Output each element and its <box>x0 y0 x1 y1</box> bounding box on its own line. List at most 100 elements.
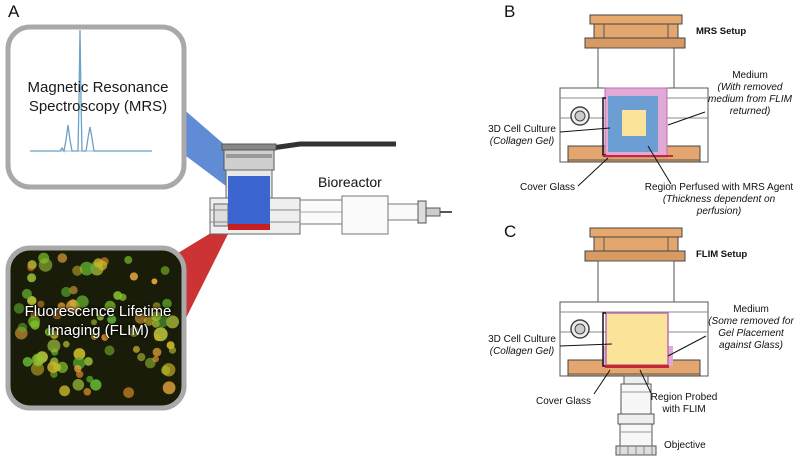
cell-mark <box>96 313 104 321</box>
mrs-inset <box>5 24 187 190</box>
cell-mark <box>38 252 50 264</box>
cell-mark <box>145 357 156 369</box>
cell-mark <box>134 312 147 324</box>
mrs-inset-label: Magnetic Resonance Spectroscopy (MRS) <box>18 78 178 116</box>
cell-mark <box>162 298 172 309</box>
cell-mark <box>27 296 37 306</box>
cell-mark <box>97 260 108 271</box>
cell-mark <box>79 261 94 276</box>
mrs-spectrum <box>30 29 152 153</box>
cell-mark <box>13 303 25 314</box>
flim-region-line1: Region Probed <box>650 392 718 403</box>
cell-mark <box>47 361 59 374</box>
cell-mark <box>73 348 86 360</box>
cell-mark <box>104 300 116 312</box>
bioreactor-label: Bioreactor <box>318 174 382 190</box>
cell-mark <box>72 379 85 391</box>
cell-mark <box>137 353 146 362</box>
mrs-setup-title: MRS Setup <box>696 26 747 37</box>
cell-mark <box>128 326 139 337</box>
mrs-region-title: Region Perfused with MRS Agent <box>644 182 794 193</box>
mrs-region-highlight <box>228 176 270 224</box>
mrs-cover-glass-label: Cover Glass <box>520 182 576 193</box>
cell-mark <box>144 316 154 326</box>
flim-medium-note3: against Glass) <box>719 340 783 351</box>
cell-mark <box>101 333 109 341</box>
cell-mark <box>132 345 140 353</box>
flim-label-line2: Imaging (FLIM) <box>47 322 149 339</box>
cell-mark <box>61 286 72 298</box>
cell-mark <box>166 341 175 350</box>
cell-mark <box>155 314 169 328</box>
cell-mark <box>63 340 70 348</box>
cell-mark <box>129 272 138 281</box>
cell-mark <box>91 333 98 340</box>
panel-label-a: A <box>8 2 20 21</box>
mrs-culture-label: 3D Cell Culture (Collagen Gel) <box>482 124 562 148</box>
cell-mark <box>28 315 41 328</box>
flim-setup-drawing <box>559 227 709 456</box>
cell-mark <box>21 288 32 299</box>
cell-mark <box>123 387 134 398</box>
cell-mark <box>74 365 82 373</box>
mrs-region-label: Region Perfused with MRS Agent (Thicknes… <box>640 182 798 218</box>
cell-mark <box>152 347 162 357</box>
mrs-label-line2: Spectroscopy (MRS) <box>28 98 168 115</box>
cell-mark <box>90 379 102 391</box>
objective-label: Objective <box>664 440 706 451</box>
bioreactor-device <box>209 141 452 235</box>
cell-mark <box>154 334 161 341</box>
mrs-label-line1: Magnetic Resonance <box>27 79 169 96</box>
mrs-medium-label: Medium (With removed medium from FLIM re… <box>706 70 794 118</box>
cell-mark <box>22 357 33 367</box>
cell-mark <box>166 315 179 329</box>
mrs-culture-note: (Collagen Gel) <box>489 136 555 147</box>
panel-label-c: C <box>504 222 517 241</box>
mrs-medium-note1: (With removed <box>717 82 783 93</box>
mrs-medium-note2: medium from FLIM <box>708 94 792 105</box>
flim-cells <box>13 252 179 398</box>
cell-mark <box>113 291 123 300</box>
cell-mark <box>27 273 37 283</box>
mrs-medium-title: Medium <box>732 70 768 81</box>
cell-mark <box>44 327 54 337</box>
cell-mark <box>151 278 158 285</box>
cell-mark <box>84 357 93 366</box>
flim-medium-note1: (Some removed for <box>708 316 794 327</box>
mrs-region-note2: perfusion) <box>696 206 742 217</box>
flim-culture-title: 3D Cell Culture <box>488 334 556 345</box>
cell-mark <box>91 319 97 326</box>
flim-label-line1: Fluorescence Lifetime <box>24 303 172 320</box>
cell-mark <box>69 286 78 295</box>
cell-mark <box>83 388 92 396</box>
flim-region-highlight <box>228 224 270 230</box>
cell-mark <box>86 375 94 383</box>
flim-inset <box>5 245 187 411</box>
cell-mark <box>57 253 68 263</box>
mrs-medium-note3: returned) <box>729 106 771 117</box>
cell-mark <box>124 255 133 264</box>
flim-medium-title: Medium <box>733 304 769 315</box>
flim-inset-label: Fluorescence Lifetime Imaging (FLIM) <box>14 302 182 340</box>
cell-mark <box>152 302 161 311</box>
flim-cover-glass-label: Cover Glass <box>536 396 592 407</box>
cell-mark <box>17 322 28 333</box>
flim-culture-label: 3D Cell Culture (Collagen Gel) <box>482 334 562 358</box>
cell-mark <box>52 309 63 320</box>
cell-mark <box>27 263 35 272</box>
mrs-culture-title: 3D Cell Culture <box>488 124 556 135</box>
cell-mark <box>72 265 83 276</box>
mrs-setup-drawing <box>559 14 709 187</box>
flim-culture-note: (Collagen Gel) <box>489 346 555 357</box>
cell-mark <box>33 354 45 365</box>
cell-mark <box>57 302 66 311</box>
cell-mark <box>47 339 61 353</box>
cell-mark <box>76 295 89 309</box>
cell-mark <box>59 385 70 397</box>
flim-setup-title: FLIM Setup <box>696 249 748 260</box>
flim-medium-label: Medium (Some removed for Gel Placement a… <box>704 304 798 352</box>
flim-region-label: Region Probed with FLIM <box>648 392 720 416</box>
cell-mark <box>162 381 176 395</box>
